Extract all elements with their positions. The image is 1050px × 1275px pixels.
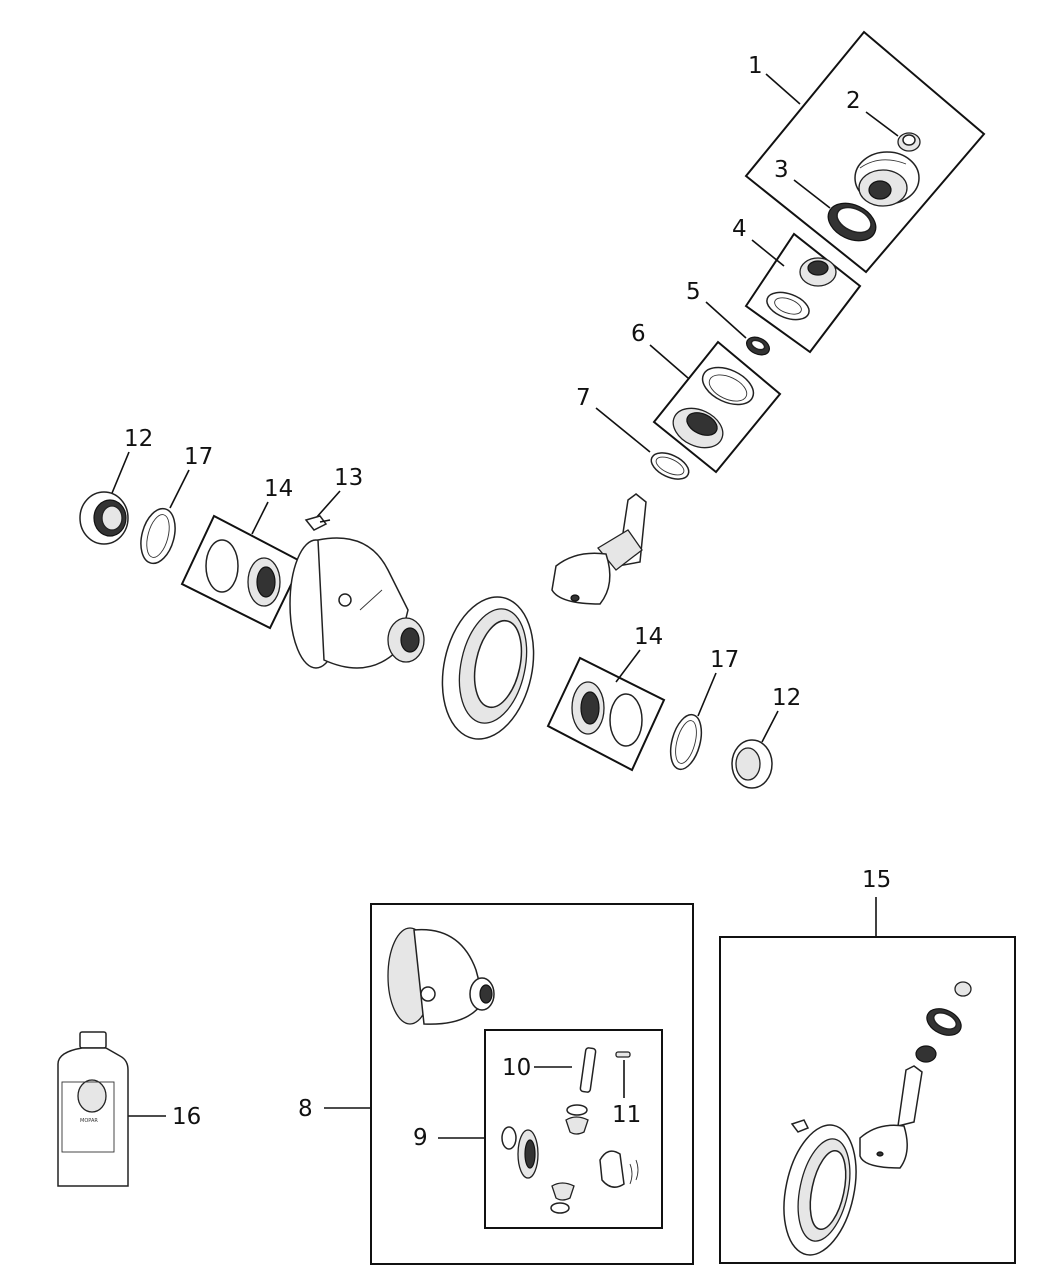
callout-13: 13 bbox=[334, 465, 363, 491]
roll-pin-part bbox=[615, 1051, 631, 1058]
ring-pinion-kit-part bbox=[783, 981, 972, 1256]
box-spider-gear-kit bbox=[484, 1029, 663, 1229]
callout-12-right: 12 bbox=[772, 685, 801, 711]
box-carrier-bearing-right bbox=[546, 656, 666, 772]
callout-16: 16 bbox=[172, 1104, 201, 1130]
box-pinion-nut-yoke-seal bbox=[744, 30, 986, 274]
ring-gear-bolt-part bbox=[304, 515, 331, 531]
callout-5: 5 bbox=[686, 279, 701, 305]
gear-oil-bottle-part: MOPAR bbox=[57, 1031, 129, 1187]
callout-7: 7 bbox=[576, 385, 591, 411]
outer-pinion-bearing-part bbox=[766, 257, 837, 321]
differential-case-kit-part bbox=[387, 927, 495, 1025]
bottle-brand-text: MOPAR bbox=[80, 1118, 98, 1124]
carrier-shim-right-part bbox=[669, 713, 703, 771]
pinion-yoke-part bbox=[854, 151, 920, 207]
spider-gear-kit-part bbox=[501, 1104, 639, 1214]
callout-2: 2 bbox=[846, 88, 861, 114]
callout-3: 3 bbox=[774, 157, 789, 183]
callout-8: 8 bbox=[298, 1096, 313, 1122]
collapsible-spacer-part bbox=[746, 336, 770, 356]
box-ring-pinion-kit bbox=[719, 936, 1016, 1264]
callout-1: 1 bbox=[748, 53, 763, 79]
leader-lines bbox=[109, 73, 899, 1139]
group-boxes bbox=[180, 30, 1016, 1265]
carrier-bearing-left-part bbox=[205, 539, 281, 607]
ring-gear-part bbox=[441, 596, 535, 740]
callout-9: 9 bbox=[413, 1125, 428, 1151]
inner-pinion-bearing-part bbox=[672, 366, 755, 449]
carrier-shim-left-part bbox=[140, 507, 176, 565]
carrier-bearing-right-part bbox=[571, 681, 643, 747]
box-inner-bearing bbox=[652, 340, 782, 474]
callout-17-left: 17 bbox=[184, 444, 213, 470]
pinion-seal-part bbox=[827, 202, 877, 242]
axle-bearing-right-part bbox=[731, 739, 773, 789]
callout-17-right: 17 bbox=[710, 647, 739, 673]
pinion-shim-part bbox=[650, 452, 690, 480]
drive-pinion-part bbox=[551, 493, 647, 605]
cross-shaft-part bbox=[579, 1047, 597, 1093]
box-outer-bearing bbox=[744, 232, 862, 354]
callout-10: 10 bbox=[502, 1055, 531, 1081]
pinion-nut-part bbox=[897, 132, 921, 152]
callout-4: 4 bbox=[732, 216, 747, 242]
callout-labels: 1 2 3 4 5 6 7 12 17 14 13 14 17 12 15 10… bbox=[124, 53, 891, 1151]
box-carrier-bearing-left bbox=[180, 514, 304, 630]
callout-14-right: 14 bbox=[634, 624, 663, 650]
callout-14-left: 14 bbox=[264, 476, 293, 502]
callout-6: 6 bbox=[631, 321, 646, 347]
differential-case-main-part bbox=[289, 537, 425, 669]
callout-15: 15 bbox=[862, 867, 891, 893]
axle-bearing-left-part bbox=[79, 491, 129, 545]
box-differential-case-kit bbox=[370, 903, 694, 1265]
callout-12-left: 12 bbox=[124, 426, 153, 452]
callout-11: 11 bbox=[612, 1102, 641, 1128]
